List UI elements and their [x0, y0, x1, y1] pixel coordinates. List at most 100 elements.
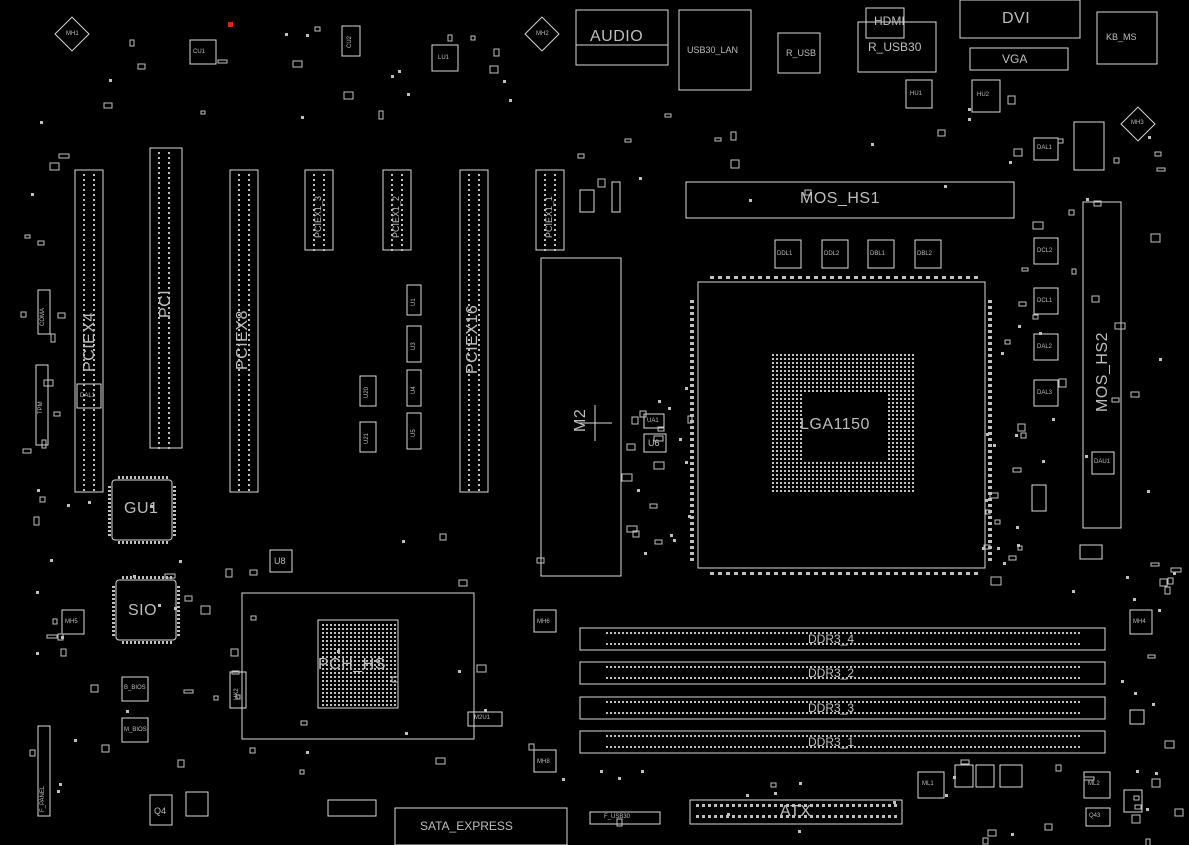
lga-pin [800, 414, 802, 416]
lga-pin [808, 462, 810, 464]
dimm-pin [1026, 746, 1028, 748]
slot-pin [168, 342, 170, 344]
bga-ball [342, 628, 344, 630]
dimm-pin [1018, 632, 1020, 634]
slot-pin [168, 427, 170, 429]
lga-pin [856, 370, 858, 372]
bga-ball [362, 668, 364, 670]
bga-ball [322, 688, 324, 690]
pciex1-2-slot [382, 169, 412, 251]
slot-pin [83, 219, 85, 221]
lga-pin [908, 434, 910, 436]
lga-pin [868, 482, 870, 484]
dimm-pin [1030, 666, 1032, 668]
lga-pin [884, 382, 886, 384]
slot-pin [468, 189, 470, 191]
chip-pin [108, 510, 111, 512]
dimm-pin [866, 677, 868, 679]
lga-pin [788, 482, 790, 484]
dimm-pin [970, 712, 972, 714]
bga-ball [338, 688, 340, 690]
slot-pin [554, 224, 556, 226]
dimm-ddr3-1 [579, 730, 1106, 754]
slot-pin [238, 214, 240, 216]
smd-pad [407, 93, 410, 96]
dimm-pin [942, 632, 944, 634]
lga-pin [912, 438, 914, 440]
dimm-pin [814, 643, 816, 645]
lga-pin [800, 490, 802, 492]
lga-pin [812, 470, 814, 472]
bga-ball [334, 684, 336, 686]
slot-pin [93, 404, 95, 406]
dimm-pin [858, 677, 860, 679]
bga-ball [386, 664, 388, 666]
lga-pin [844, 486, 846, 488]
slot-pin [93, 364, 95, 366]
dimm-pin [762, 643, 764, 645]
smd-part [39, 496, 46, 503]
dimm-pin [638, 643, 640, 645]
lga-pin [796, 398, 798, 400]
lga-pin [896, 410, 898, 412]
lga-pin [884, 354, 886, 356]
bga-ball [322, 656, 324, 658]
lga-pin [788, 374, 790, 376]
dimm-pin [1058, 643, 1060, 645]
smd-part [1055, 764, 1062, 772]
cap-pad [690, 510, 694, 513]
slot-pin [93, 374, 95, 376]
dimm-pin [1038, 746, 1040, 748]
lga-pin [796, 490, 798, 492]
bga-ball [346, 676, 348, 678]
lga-pin [860, 354, 862, 356]
slot-pin [478, 244, 480, 246]
lga-pin [828, 370, 830, 372]
chip-pin [154, 641, 156, 644]
red-marker [228, 22, 233, 27]
atx-pin [846, 815, 849, 818]
dimm-pin [862, 746, 864, 748]
atx-pin [846, 804, 849, 807]
slot-pin [478, 194, 480, 196]
dimm-pin [790, 712, 792, 714]
cap-pad [734, 276, 738, 279]
dimm-pin [990, 643, 992, 645]
bga-ball [386, 656, 388, 658]
slot-pin [391, 234, 393, 236]
smd-part [164, 573, 176, 579]
lga-pin [796, 386, 798, 388]
bga-ball [326, 656, 328, 658]
lga-pin [796, 394, 798, 396]
dimm-pin [1078, 666, 1080, 668]
bga-ball [382, 696, 384, 698]
lga-pin [776, 482, 778, 484]
bga-ball [342, 640, 344, 642]
lga-pin [872, 382, 874, 384]
dimm-pin [970, 701, 972, 703]
slot-pin [468, 414, 470, 416]
dimm-pin [994, 701, 996, 703]
smd-part [1130, 391, 1140, 398]
bga-ball [338, 676, 340, 678]
dimm-pin [1030, 701, 1032, 703]
lga-pin [816, 474, 818, 476]
lga-pin [872, 358, 874, 360]
dimm-pin [1050, 746, 1052, 748]
dimm-pin [774, 632, 776, 634]
lga-pin [776, 422, 778, 424]
slot-pin [248, 304, 250, 306]
dimm-pin [762, 666, 764, 668]
dimm-pin [922, 701, 924, 703]
dimm-pin [706, 632, 708, 634]
dimm-pin [1046, 632, 1048, 634]
atx-pin [852, 804, 855, 807]
bga-ball [330, 652, 332, 654]
smd-pad [1146, 808, 1149, 811]
mh3-label: MH3 [1131, 120, 1144, 126]
dimm-pin [678, 712, 680, 714]
lga-pin [780, 466, 782, 468]
dimm-pin [622, 677, 624, 679]
slot-pin [468, 389, 470, 391]
lga-pin [812, 390, 814, 392]
